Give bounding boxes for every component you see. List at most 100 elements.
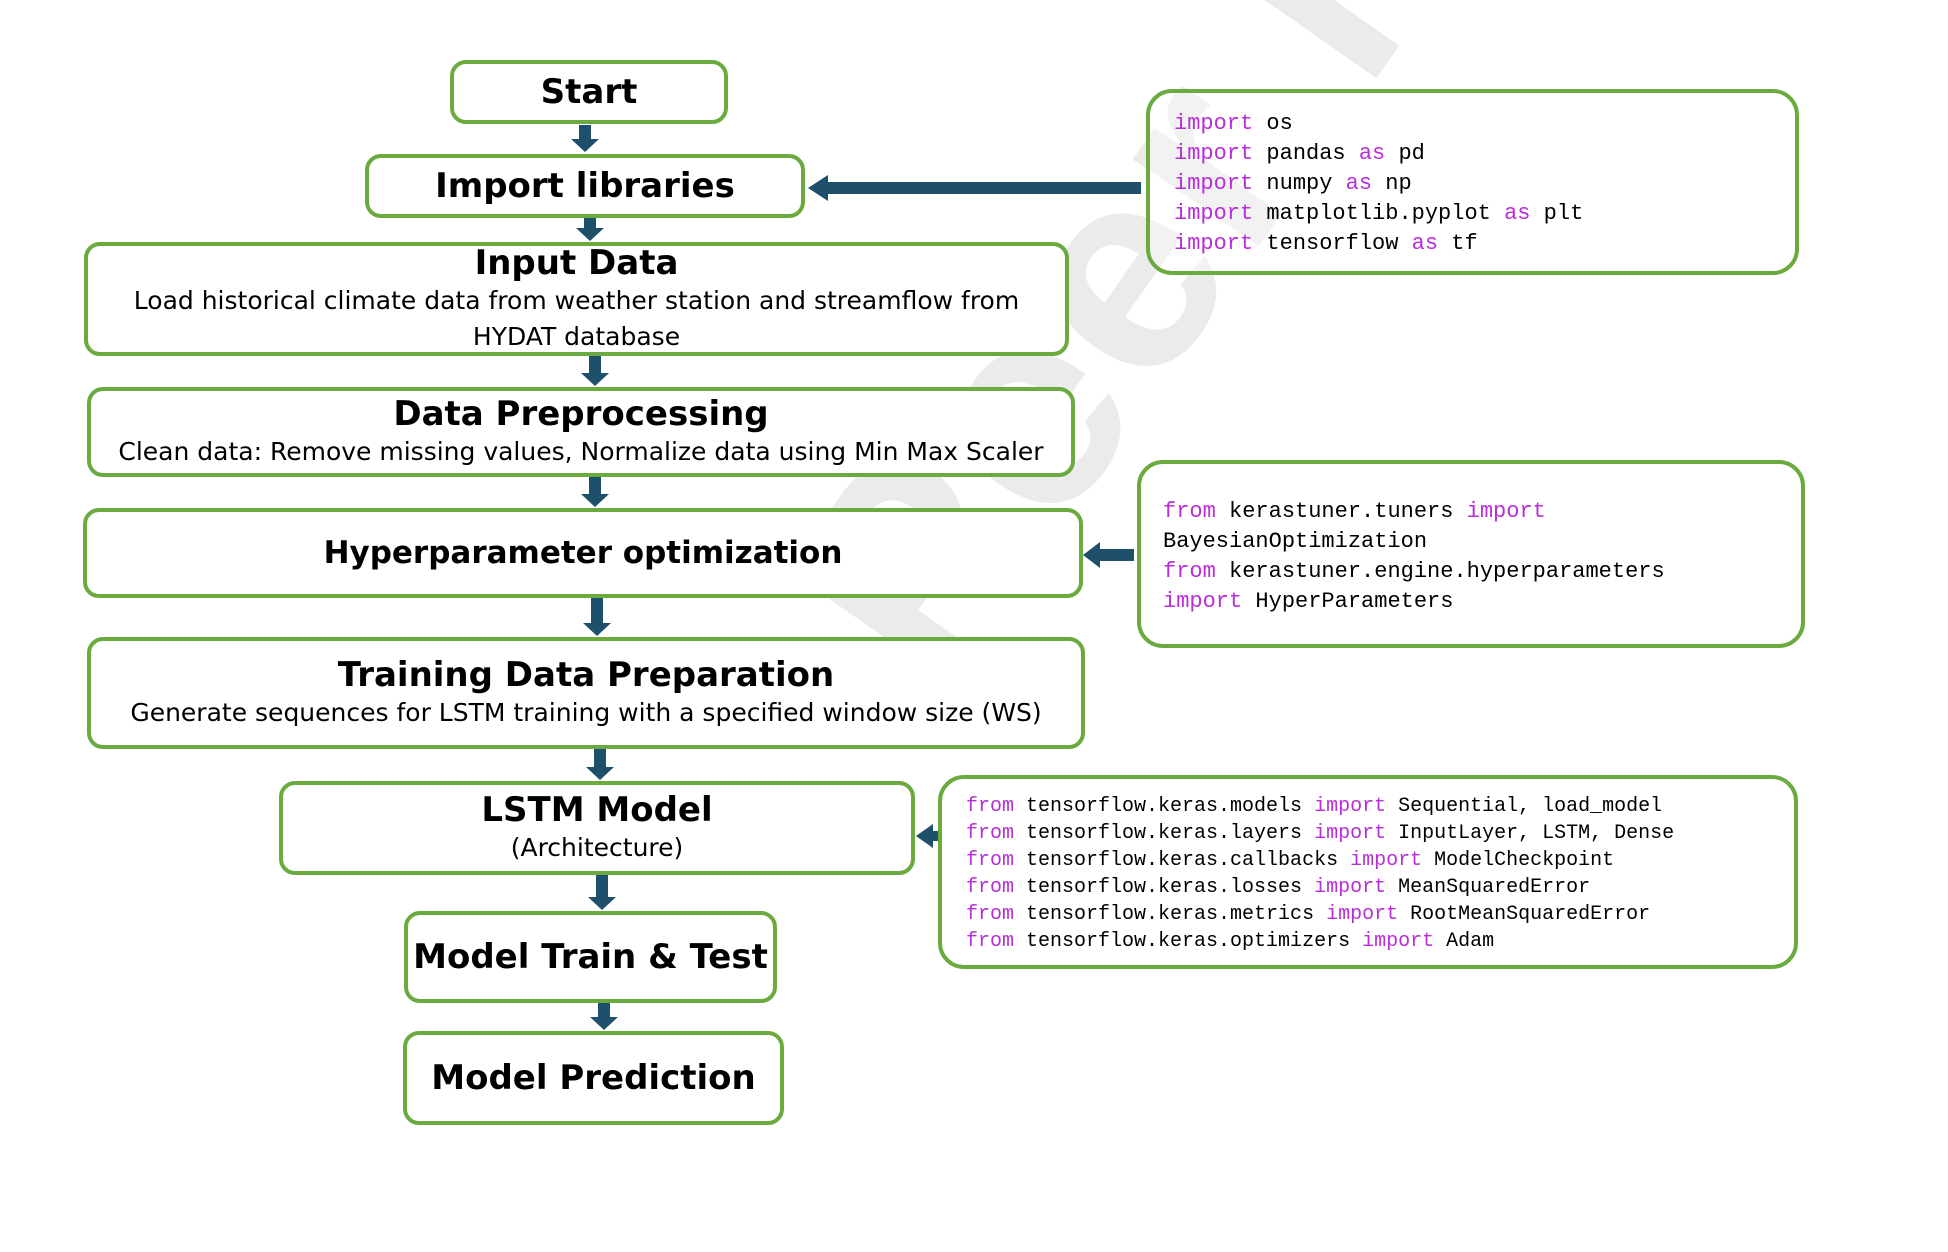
code-line: import matplotlib.pyplot as plt [1174, 199, 1795, 229]
code-keyword: import [1362, 930, 1435, 953]
code-text: numpy [1253, 171, 1346, 196]
code-text: InputLayer, LSTM, Dense [1386, 822, 1675, 845]
data-preprocessing-description: Clean data: Remove missing values, Norma… [118, 437, 1044, 466]
down-arrow [571, 125, 599, 152]
code-line: import tensorflow as tf [1174, 229, 1795, 259]
code-line: import os [1174, 109, 1795, 139]
model-prediction-label: Model Prediction [431, 1058, 756, 1098]
code-line: import pandas as pd [1174, 139, 1795, 169]
lstm-model-description: (Architecture) [510, 833, 684, 862]
down-arrow [590, 1003, 618, 1030]
code-keyword: import [1174, 141, 1254, 166]
code-keyword: import [1326, 903, 1399, 926]
lstm-model-title: LSTM Model [481, 790, 713, 830]
training-data-prep-title: Training Data Preparation [337, 655, 835, 695]
code-text: ModelCheckpoint [1422, 849, 1615, 872]
model-train-test-label: Model Train & Test [413, 937, 768, 977]
code-keyword: from [966, 795, 1015, 818]
training-data-prep-description: Generate sequences for LSTM training wit… [130, 698, 1042, 727]
code-keyword: import [1174, 111, 1254, 136]
down-arrow [576, 218, 604, 241]
code-keyword: from [966, 849, 1015, 872]
training-data-prep-box: Training Data Preparation Generate seque… [87, 637, 1085, 749]
code-keyword: as [1411, 231, 1439, 256]
input-data-description: Load historical climate data from weathe… [133, 286, 1020, 351]
code-text: tensorflow.keras.callbacks [1014, 849, 1351, 872]
hyperparameter-box: Hyperparameter optimization [83, 508, 1083, 598]
code-text: tensorflow [1253, 231, 1412, 256]
down-arrow [583, 598, 611, 636]
start-box: Start [450, 60, 728, 124]
code-text: tensorflow.keras.metrics [1014, 903, 1327, 926]
code-line: from kerastuner.engine.hyperparameters [1163, 557, 1801, 587]
code-line: from tensorflow.keras.callbacks import M… [966, 847, 1794, 874]
down-arrow [581, 356, 609, 386]
down-arrows [571, 125, 618, 1030]
code-text: tensorflow.keras.losses [1014, 876, 1315, 899]
code-line: from tensorflow.keras.metrics import Roo… [966, 901, 1794, 928]
code-text: Sequential, load_model [1386, 795, 1663, 818]
hyperparameter-label: Hyperparameter optimization [323, 535, 843, 571]
code-text: tensorflow.keras.optimizers [1014, 930, 1363, 953]
code-line: from tensorflow.keras.layers import Inpu… [966, 820, 1794, 847]
data-preprocessing-title: Data Preprocessing [393, 394, 769, 434]
model-prediction-box: Model Prediction [403, 1031, 784, 1125]
code-keyword: as [1504, 201, 1531, 226]
code-text: MeanSquaredError [1386, 876, 1591, 899]
down-arrow [588, 875, 616, 910]
code-text: os [1253, 111, 1293, 136]
input-data-title: Input Data [474, 243, 679, 283]
code-text: matplotlib.pyplot [1253, 201, 1505, 226]
code-line: from tensorflow.keras.losses import Mean… [966, 874, 1794, 901]
code-keyword: from [966, 930, 1015, 953]
code-keyword: from [1163, 559, 1216, 584]
code-text: kerastuner.engine.hyperparameters [1215, 559, 1665, 584]
code-text: RootMeanSquaredError [1398, 903, 1651, 926]
code-keyword: import [1314, 876, 1387, 899]
left-arrows [808, 175, 1141, 848]
code-text: BayesianOptimization [1163, 529, 1428, 554]
import-libraries-label: Import libraries [435, 166, 735, 206]
code-keyword: import [1174, 231, 1254, 256]
code-line: from tensorflow.keras.optimizers import … [966, 928, 1794, 955]
code-line: from kerastuner.tuners import [1163, 497, 1801, 527]
code-line: BayesianOptimization [1163, 527, 1801, 557]
code-text: tensorflow.keras.layers [1014, 822, 1315, 845]
input-data-box: Input Data Load historical climate data … [84, 242, 1069, 356]
code-keyword: from [966, 903, 1015, 926]
code-line: from tensorflow.keras.models import Sequ… [966, 793, 1794, 820]
code-keyword: import [1163, 589, 1243, 614]
code-text: kerastuner.tuners [1215, 499, 1467, 524]
arrow-imports-to-libraries [808, 175, 1141, 201]
model-train-test-box: Model Train & Test [404, 911, 777, 1003]
down-arrow [581, 477, 609, 507]
arrow-tuner-to-hyperparameter [1083, 542, 1134, 568]
code-text: HyperParameters [1242, 589, 1454, 614]
code-text: tensorflow.keras.models [1014, 795, 1315, 818]
code-keyword: from [1163, 499, 1216, 524]
code-text: pd [1385, 141, 1425, 166]
code-text: np [1372, 171, 1412, 196]
code-keyword: import [1174, 201, 1254, 226]
arrow-keras-to-lstm [916, 824, 938, 848]
down-arrow [586, 749, 614, 780]
code-line: import numpy as np [1174, 169, 1795, 199]
code-keyword: import [1466, 499, 1546, 524]
data-preprocessing-box: Data Preprocessing Clean data: Remove mi… [87, 387, 1075, 477]
import-libraries-box: Import libraries [365, 154, 805, 218]
code-keyword: as [1358, 141, 1386, 166]
code-keyword: from [966, 822, 1015, 845]
code-keyword: import [1174, 171, 1254, 196]
code-keyword: from [966, 876, 1015, 899]
code-text: pandas [1253, 141, 1359, 166]
code-keyword: as [1345, 171, 1373, 196]
code-text: tf [1438, 231, 1478, 256]
code-text: Adam [1434, 930, 1495, 953]
code-keyword: import [1314, 822, 1387, 845]
start-label: Start [540, 72, 638, 112]
code-text: plt [1530, 201, 1584, 226]
code-line: import HyperParameters [1163, 587, 1801, 617]
